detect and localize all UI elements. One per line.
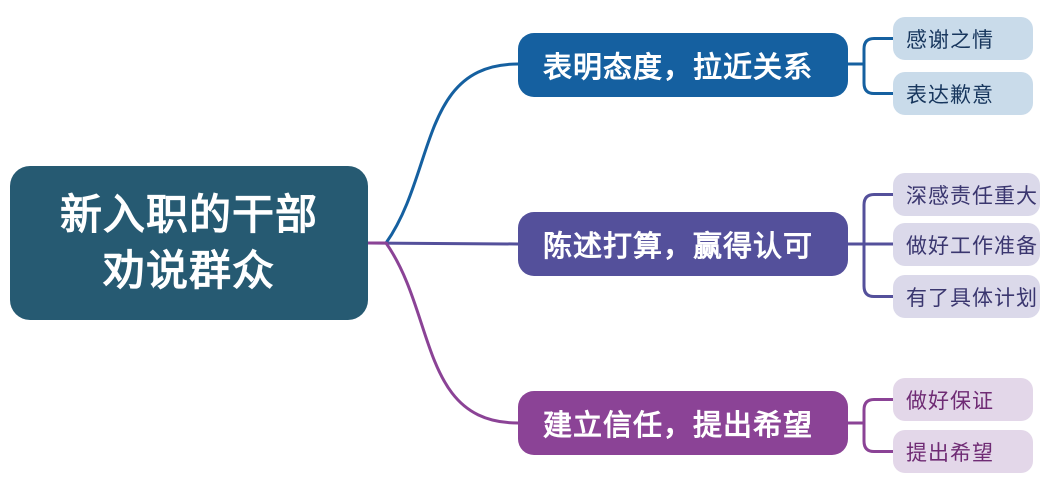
branch-label-1: 表明态度，拉近关系 <box>543 52 814 84</box>
leaf-node-2-3[interactable]: 有了具体计划 <box>893 275 1040 318</box>
leaf-node-3-1[interactable]: 做好保证 <box>893 378 1033 421</box>
leaf-node-2-2[interactable]: 做好工作准备 <box>893 223 1040 266</box>
link-branch2-leaf3 <box>862 242 895 298</box>
link-branch3-leaf1 <box>846 398 895 425</box>
leaf-label-1-2: 表达歉意 <box>906 83 994 107</box>
link-root-branch1 <box>366 62 520 245</box>
link-root-branch3 <box>366 241 520 425</box>
leaf-node-1-2[interactable]: 表达歉意 <box>893 72 1033 115</box>
branch-label-3: 建立信任，提出希望 <box>543 410 814 442</box>
leaf-node-2-1[interactable]: 深感责任重大 <box>893 173 1040 216</box>
leaf-node-3-2[interactable]: 提出希望 <box>893 430 1033 473</box>
branch-node-3[interactable]: 建立信任，提出希望 <box>518 391 848 455</box>
root-topic-node[interactable]: 新入职的干部 劝说群众 <box>10 166 368 320</box>
branch-node-2[interactable]: 陈述打算，赢得认可 <box>518 212 848 276</box>
leaf-label-3-1: 做好保证 <box>906 389 994 413</box>
root-topic-label-line1: 新入职的干部 <box>59 191 318 239</box>
leaf-label-2-2: 做好工作准备 <box>906 234 1038 258</box>
link-branch3-leaf2 <box>862 421 895 453</box>
link-branch2-leaf1 <box>862 193 895 246</box>
root-topic-label-line2: 劝说群众 <box>102 247 275 294</box>
leaf-node-1-1[interactable]: 感谢之情 <box>893 17 1033 60</box>
leaf-label-2-1: 深感责任重大 <box>906 184 1038 208</box>
link-branch1-leaf1 <box>846 37 895 66</box>
link-root-branch2 <box>366 241 520 246</box>
branch-node-1[interactable]: 表明态度，拉近关系 <box>518 33 848 97</box>
branch-label-2: 陈述打算，赢得认可 <box>543 231 814 263</box>
leaf-label-2-3: 有了具体计划 <box>906 286 1038 310</box>
leaf-label-3-2: 提出希望 <box>906 441 994 465</box>
link-branch1-leaf2 <box>862 62 895 95</box>
leaf-label-1-1: 感谢之情 <box>906 28 994 52</box>
